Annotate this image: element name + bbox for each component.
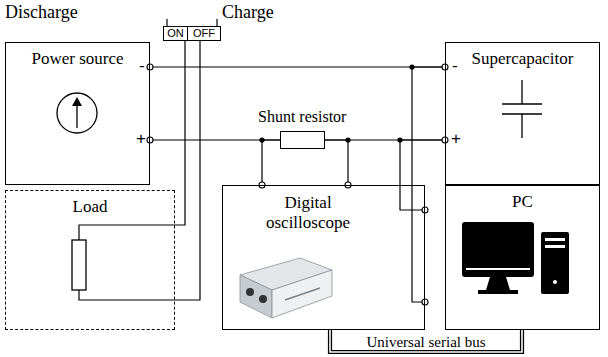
tower-slot [545,238,565,241]
device-logo-strip [285,288,320,300]
wire-path [175,41,185,225]
tower-button [553,280,557,284]
switch-lever [216,19,217,26]
tower-slot [545,245,565,248]
tower-icon [541,232,569,294]
monitor-icon [466,268,530,270]
current-source-arrowhead [72,97,82,106]
node-title: Shunt resistor [258,108,346,126]
polarity-sign: - [452,57,458,75]
oscilloscope-device [272,270,332,318]
monitor-stand [486,277,510,290]
shunt-resistor: Shunt resistor [280,131,325,149]
bnc-connector [259,295,267,303]
usb-cable-outer [330,330,522,352]
capacitor-plate [502,103,542,105]
label-slot: + [136,130,146,148]
wire-path [400,140,445,210]
node-title: Supercapacitor [472,49,574,69]
oscilloscope-box: Digital oscilloscope [222,185,425,330]
capacitor-box: Supercapacitor [445,42,600,185]
switch-lever [166,19,167,26]
monitor-stand [478,290,518,294]
node-title: Digital oscilloscope [253,193,363,232]
wire [325,140,348,185]
wire-path [262,140,280,185]
node-title: Load [73,197,108,217]
wire-path [150,66,445,67]
junction-dot [397,137,402,142]
pc-box: PC [445,185,600,330]
switch-position: ON [164,27,187,40]
polarity-sign: + [451,130,461,148]
load-box: Load [5,190,175,330]
switch-box: ONOFF [163,26,221,41]
label-slot: - [139,57,145,75]
current-source-arrow [76,104,77,128]
usb-cable-inner [330,330,522,352]
junction-dot [259,137,264,142]
polarity-sign: + [136,130,146,148]
current-source-symbol [57,93,97,133]
resistor-symbol [72,240,86,290]
wire [150,67,445,68]
terminal [422,299,428,305]
load-wire [79,225,175,240]
wire [400,140,445,210]
switch-label: Charge [222,3,274,21]
label-slot: Discharge [5,3,78,21]
load-wire [79,290,175,300]
label-slot: Charge [222,3,274,21]
label-slot: - [452,57,458,75]
wire-path [175,41,200,300]
node-title: PC [512,192,533,212]
wire [175,41,200,300]
source-box: Power source [5,42,150,185]
bnc-connector [246,288,254,296]
switch-label: Discharge [5,3,78,21]
terminal [147,64,153,70]
junction-dot [409,64,414,69]
junction-dot [345,137,350,142]
wire [175,41,185,225]
monitor-icon [462,222,534,277]
oscilloscope-device [240,275,272,318]
terminal [422,207,428,213]
node-title: Power source [31,49,123,69]
switch-position: OFF [187,27,220,40]
polarity-sign: - [139,57,145,75]
terminal [147,137,153,143]
usb-cable [330,330,522,352]
edge-label: Universal serial bus [364,335,487,350]
capacitor-lead [521,114,522,138]
capacitor-lead [521,80,522,104]
label-slot: + [451,130,461,148]
wire-path [325,140,348,185]
wire [262,140,280,185]
